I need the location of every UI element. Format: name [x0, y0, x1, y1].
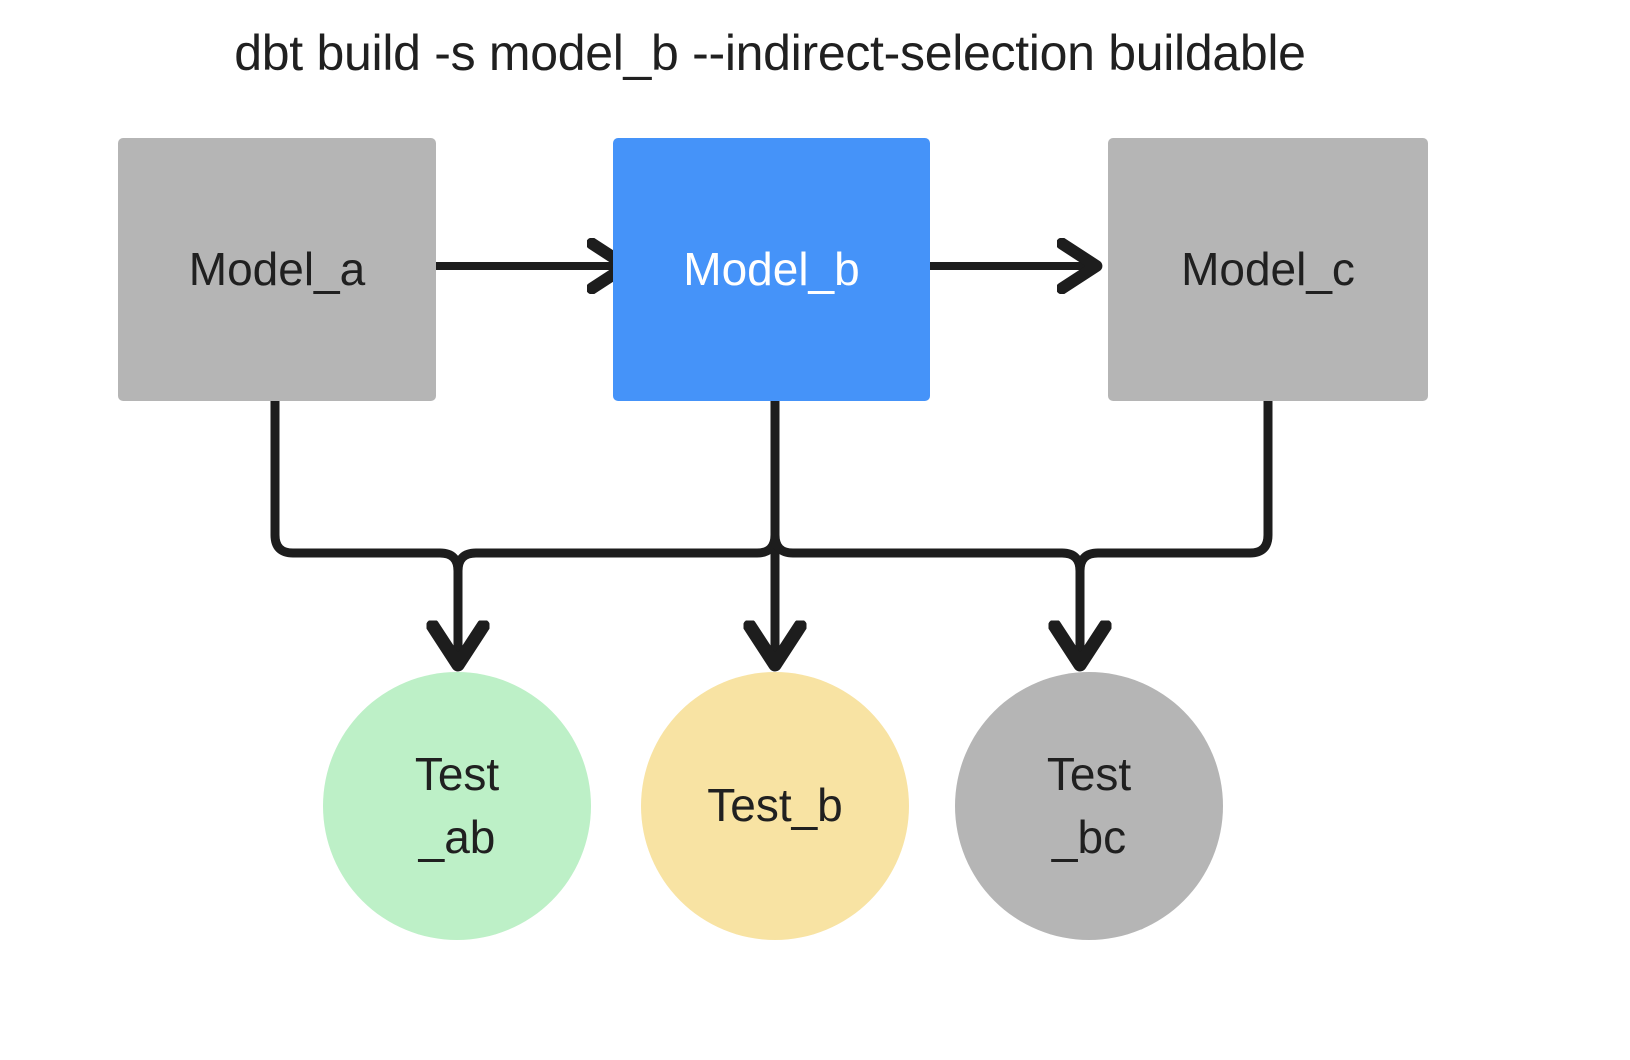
node-test-ab-label-line1: Test [414, 747, 500, 800]
node-test-ab[interactable]: Test _ab [323, 672, 591, 940]
edge-model-b-to-test-bc [770, 534, 1080, 662]
edge-model-c-to-test-bc [1075, 401, 1273, 572]
edge-model-b-to-test-ab [453, 401, 780, 572]
node-test-bc-label-line2: _bc [1051, 811, 1127, 863]
node-test-ab-label-line2: _ab [418, 811, 496, 863]
node-test-b-label-line1: Test_b [707, 779, 843, 832]
node-model-a[interactable]: Model_a [118, 138, 436, 401]
node-model-c-label: Model_c [1181, 243, 1355, 296]
diagram-title: dbt build -s model_b --indirect-selectio… [234, 25, 1306, 81]
node-test-b[interactable]: Test_b [641, 672, 909, 940]
node-test-bc-label-line1: Test [1046, 747, 1132, 800]
node-model-b[interactable]: Model_b [613, 138, 930, 401]
node-test-bc[interactable]: Test _bc [955, 672, 1223, 940]
node-model-a-label: Model_a [188, 243, 366, 296]
node-model-b-label: Model_b [683, 243, 860, 296]
edge-model-a-to-test-ab [270, 401, 458, 662]
node-model-c[interactable]: Model_c [1108, 138, 1428, 401]
